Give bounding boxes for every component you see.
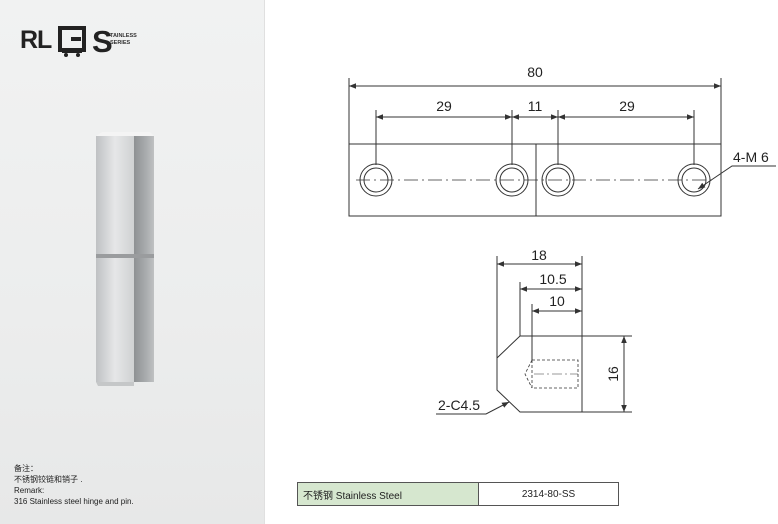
spec-table: 不锈钢 Stainless Steel 2314-80-SS <box>297 482 619 506</box>
chamfer-leader-line <box>436 401 510 415</box>
dim-spacing-left: 29 <box>436 98 452 114</box>
product-panel: RL S TAINLESS SERIES 备注： <box>0 0 265 524</box>
hinge-plate-outline <box>348 143 722 217</box>
technical-drawing: 80 29 11 29 4-M 6 18 10.5 10 16 2-C4.5 <box>348 64 776 415</box>
logo-tagline-line2: SERIES <box>110 39 131 46</box>
hole-4-icon <box>677 163 711 197</box>
logo-letter-s: S <box>92 24 113 59</box>
hole-1-icon <box>359 163 393 197</box>
remark-text-en: 316 Stainless steel hinge and pin. <box>14 497 134 506</box>
top-view <box>348 78 776 217</box>
remark-label-cn: 备注： <box>14 464 38 473</box>
logo-mark-icon <box>58 26 86 57</box>
chamfer-callout: 2-C4.5 <box>438 397 480 413</box>
dim-overall-length: 80 <box>527 64 543 80</box>
logo-tagline: TAINLESS SERIES <box>110 33 137 46</box>
logo-letters-rl: RL <box>20 26 52 54</box>
logo-tagline-line1: TAINLESS <box>110 33 137 39</box>
hole-2-icon <box>495 163 529 197</box>
dim-width-total: 18 <box>531 247 547 263</box>
remark-block: 备注： 不锈钢铰链和销子 . Remark: 316 Stainless ste… <box>14 463 134 507</box>
brand-logo: RL S TAINLESS SERIES <box>12 22 137 62</box>
dim-height: 16 <box>605 366 621 382</box>
dim-spacing-middle: 11 <box>528 98 543 114</box>
spec-material-cell: 不锈钢 Stainless Steel <box>298 483 479 505</box>
dim-width-mid: 10.5 <box>539 271 566 287</box>
hinge-product-image <box>96 132 154 386</box>
hole-callout: 4-M 6 <box>733 149 769 165</box>
dim-spacing-right: 29 <box>619 98 635 114</box>
hole-3-icon <box>541 163 575 197</box>
dim-width-inner: 10 <box>549 293 565 309</box>
spec-part-number-cell: 2314-80-SS <box>521 488 576 500</box>
hole-leader-line <box>697 165 776 190</box>
remark-label-en: Remark: <box>14 486 45 495</box>
remark-text-cn: 不锈钢铰链和销子 . <box>14 475 83 484</box>
side-view <box>436 256 632 415</box>
